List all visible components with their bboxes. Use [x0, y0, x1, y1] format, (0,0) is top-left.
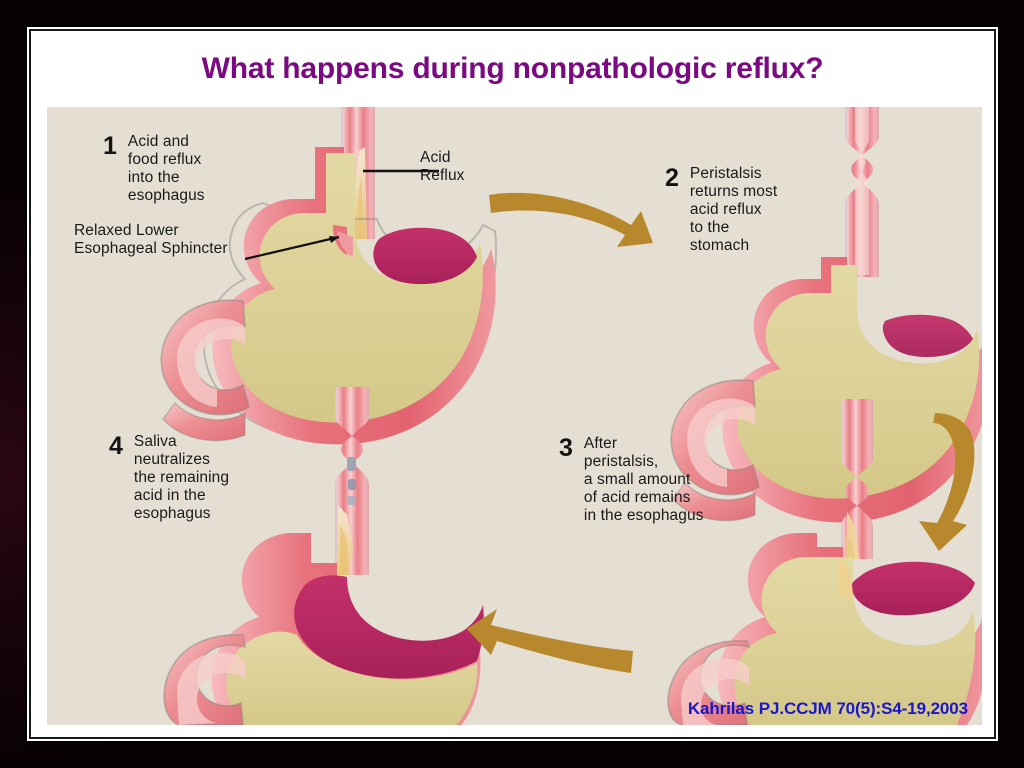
step-2-number: 2 [665, 164, 679, 192]
panel-step-3 [667, 399, 982, 725]
step-4-label: 4 Saliva neutralizes the remaining acid … [109, 433, 229, 523]
step-1-label: 1 Acid and food reflux into the esophagu… [103, 133, 205, 205]
step-2-label: 2 Peristalsis returns most acid reflux t… [665, 165, 777, 255]
step-1-number: 1 [103, 132, 117, 160]
step-3-label: 3 After peristalsis, a small amount of a… [559, 435, 704, 525]
step-1-text: Acid and food reflux into the esophagus [127, 133, 205, 204]
panel-step-4 [163, 387, 484, 725]
panel-step-2 [670, 107, 982, 523]
acid-reflux-annotation: Acid Reflux [420, 149, 465, 184]
arrow-step1-to-step2 [489, 192, 653, 247]
arrow-step2-to-step3 [919, 413, 975, 551]
step-4-text: Saliva neutralizes the remaining acid in… [133, 433, 230, 522]
lower-esophageal-sphincter-annotation: Relaxed Lower Esophageal Sphincter [74, 222, 228, 257]
slide-frame: What happens during nonpathologic reflux… [29, 29, 996, 739]
title-band: What happens during nonpathologic reflux… [31, 31, 994, 107]
step-3-text: After peristalsis, a small amount of aci… [583, 435, 704, 524]
panel-step-1 [160, 107, 497, 445]
diagram-illustration [47, 107, 982, 725]
page-title: What happens during nonpathologic reflux… [201, 52, 824, 85]
step-2-text: Peristalsis returns most acid reflux to … [689, 165, 778, 254]
step-3-number: 3 [559, 434, 573, 462]
reflux-diagram: 1 Acid and food reflux into the esophagu… [47, 107, 982, 725]
step-4-number: 4 [109, 432, 123, 460]
citation-text: Kahrilas PJ.CCJM 70(5):S4-19,2003 [687, 699, 968, 718]
arrow-step3-to-step4 [467, 609, 633, 673]
